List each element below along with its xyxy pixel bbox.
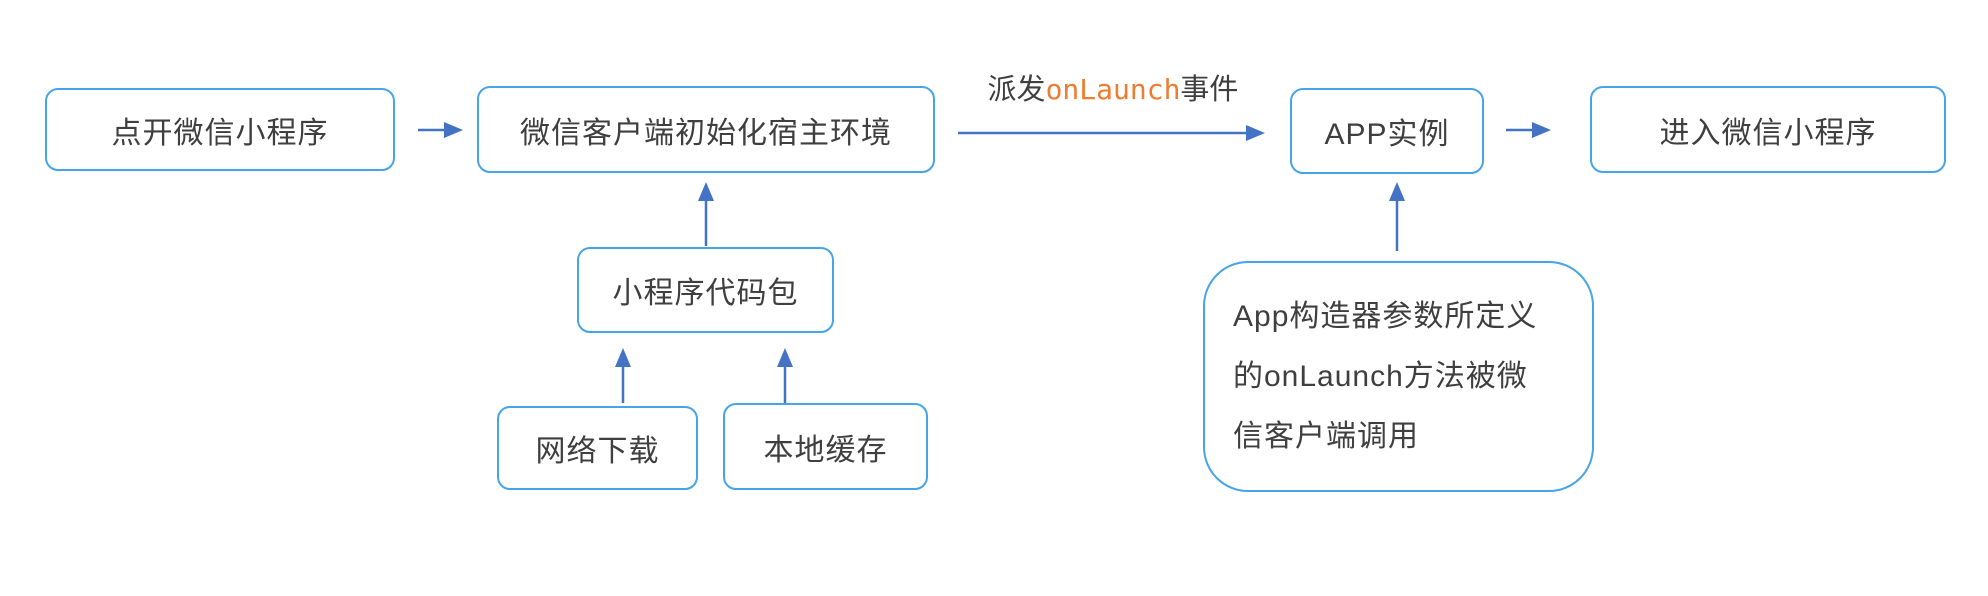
node-init-host-env-label: 微信客户端初始化宿主环境: [520, 116, 892, 150]
node-local-cache: 本地缓存: [723, 403, 928, 490]
onlaunch-note-line: 的onLaunch方法被微: [1233, 359, 1528, 393]
node-code-package-label: 小程序代码包: [612, 277, 799, 310]
onlaunch-note-line: 信客户端调用: [1233, 419, 1419, 453]
node-open-miniprogram-label: 点开微信小程序: [111, 116, 329, 150]
node-init-host-env: 微信客户端初始化宿主环境: [477, 86, 935, 173]
node-enter-miniprogram: 进入微信小程序: [1590, 86, 1946, 173]
dispatch-label-prefix: 派发: [987, 74, 1046, 106]
dispatch-onlaunch-label: 派发onLaunch事件: [948, 68, 1278, 112]
node-local-cache-label: 本地缓存: [763, 433, 888, 467]
dispatch-label-code: onLaunch: [1045, 73, 1181, 106]
node-onlaunch-note: App构造器参数所定义 的onLaunch方法被微 信客户端调用: [1203, 261, 1594, 492]
node-app-instance-label: APP实例: [1324, 118, 1450, 151]
onlaunch-note-line: App构造器参数所定义: [1233, 299, 1538, 333]
node-enter-miniprogram-label: 进入微信小程序: [1659, 116, 1877, 150]
dispatch-label-suffix: 事件: [1180, 74, 1239, 106]
node-code-package: 小程序代码包: [577, 247, 834, 333]
node-open-miniprogram: 点开微信小程序: [45, 88, 395, 171]
node-network-download: 网络下载: [497, 406, 698, 490]
node-network-download-label: 网络下载: [535, 435, 660, 468]
node-app-instance: APP实例: [1290, 88, 1484, 174]
